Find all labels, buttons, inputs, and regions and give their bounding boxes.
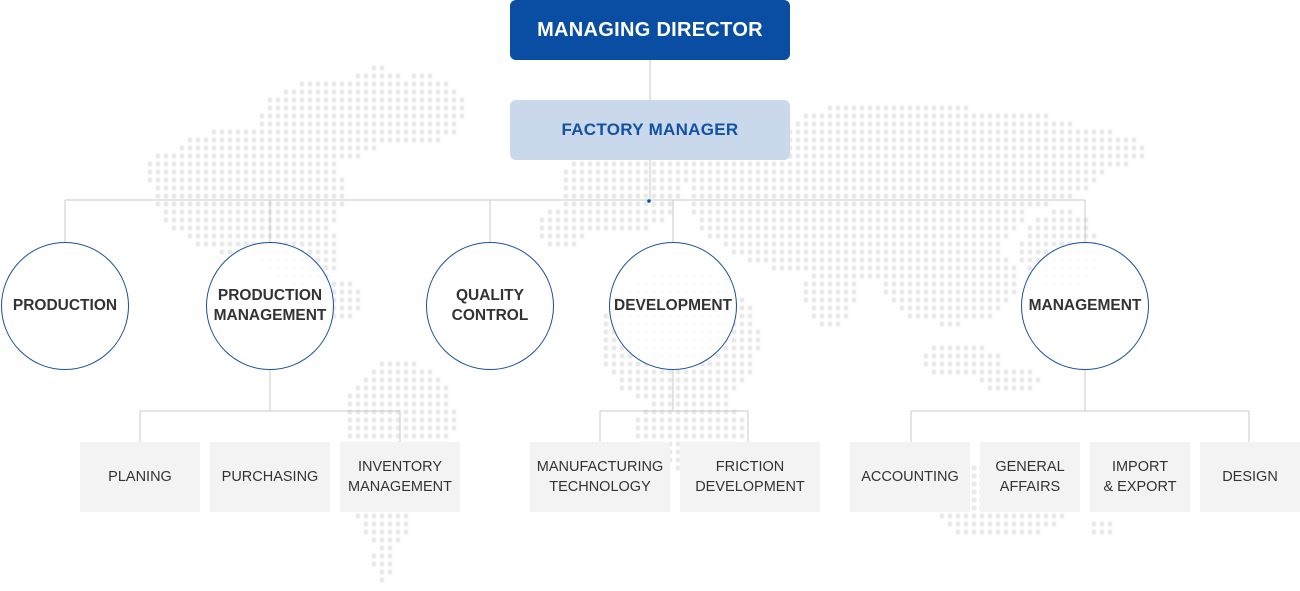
unit-purchasing: PURCHASING [210, 442, 330, 512]
unit-planing: PLANING [80, 442, 200, 512]
managing-director-box: MANAGING DIRECTOR [510, 0, 790, 60]
unit-design: DESIGN [1200, 442, 1300, 512]
factory-manager-box: FACTORY MANAGER [510, 100, 790, 160]
dept-development: DEVELOPMENT [609, 242, 737, 370]
dept-management: MANAGEMENT [1021, 242, 1149, 370]
dept-production: PRODUCTION [1, 242, 129, 370]
unit-inventory-management: INVENTORY MANAGEMENT [340, 442, 460, 512]
unit-general-affairs: GENERAL AFFAIRS [980, 442, 1080, 512]
unit-friction-development: FRICTION DEVELOPMENT [680, 442, 820, 512]
unit-import-export: IMPORT & EXPORT [1090, 442, 1190, 512]
dept-quality-control: QUALITY CONTROL [426, 242, 554, 370]
junction-dot [647, 199, 651, 203]
dept-production-management: PRODUCTION MANAGEMENT [206, 242, 334, 370]
unit-accounting: ACCOUNTING [850, 442, 970, 512]
unit-manufacturing-technology: MANUFACTURING TECHNOLOGY [530, 442, 670, 512]
